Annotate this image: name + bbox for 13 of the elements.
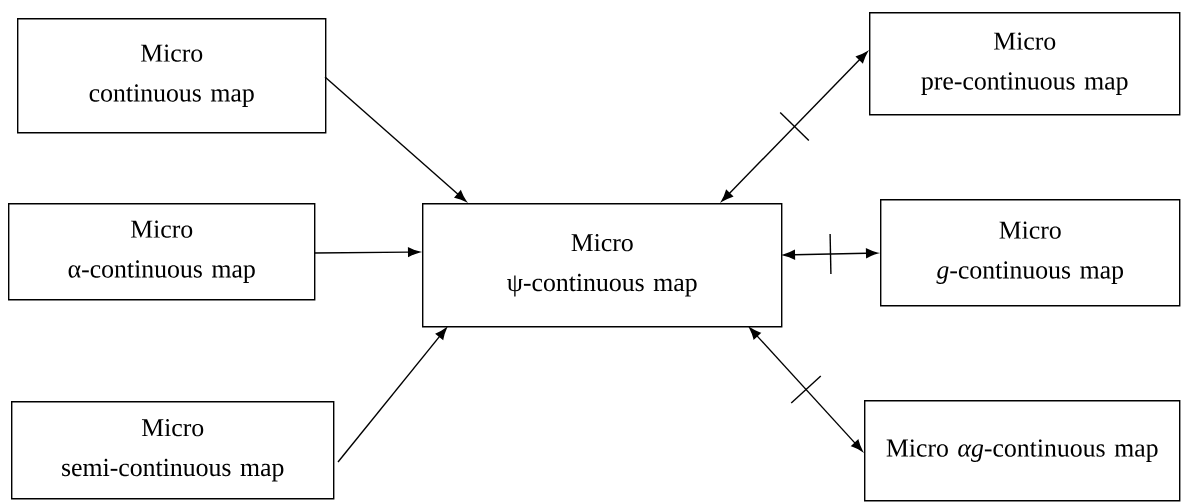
process-box: Micro ψ-continuous map [422, 203, 783, 328]
arrow [324, 76, 467, 202]
process-box: Micro continuous map [17, 18, 327, 134]
process-box: Micro semi-continuous map [11, 401, 335, 500]
arrow [749, 327, 863, 452]
arrow [313, 247, 420, 257]
arrow [721, 51, 868, 202]
arrow [337, 327, 447, 463]
process-box: Micro g-continuous map [880, 199, 1181, 307]
process-box: Micro αg-continuous map [864, 400, 1181, 502]
process-box: Micro α-continuous map [8, 203, 316, 301]
arrow [783, 233, 878, 275]
process-box: Micro pre-continuous map [869, 12, 1181, 116]
